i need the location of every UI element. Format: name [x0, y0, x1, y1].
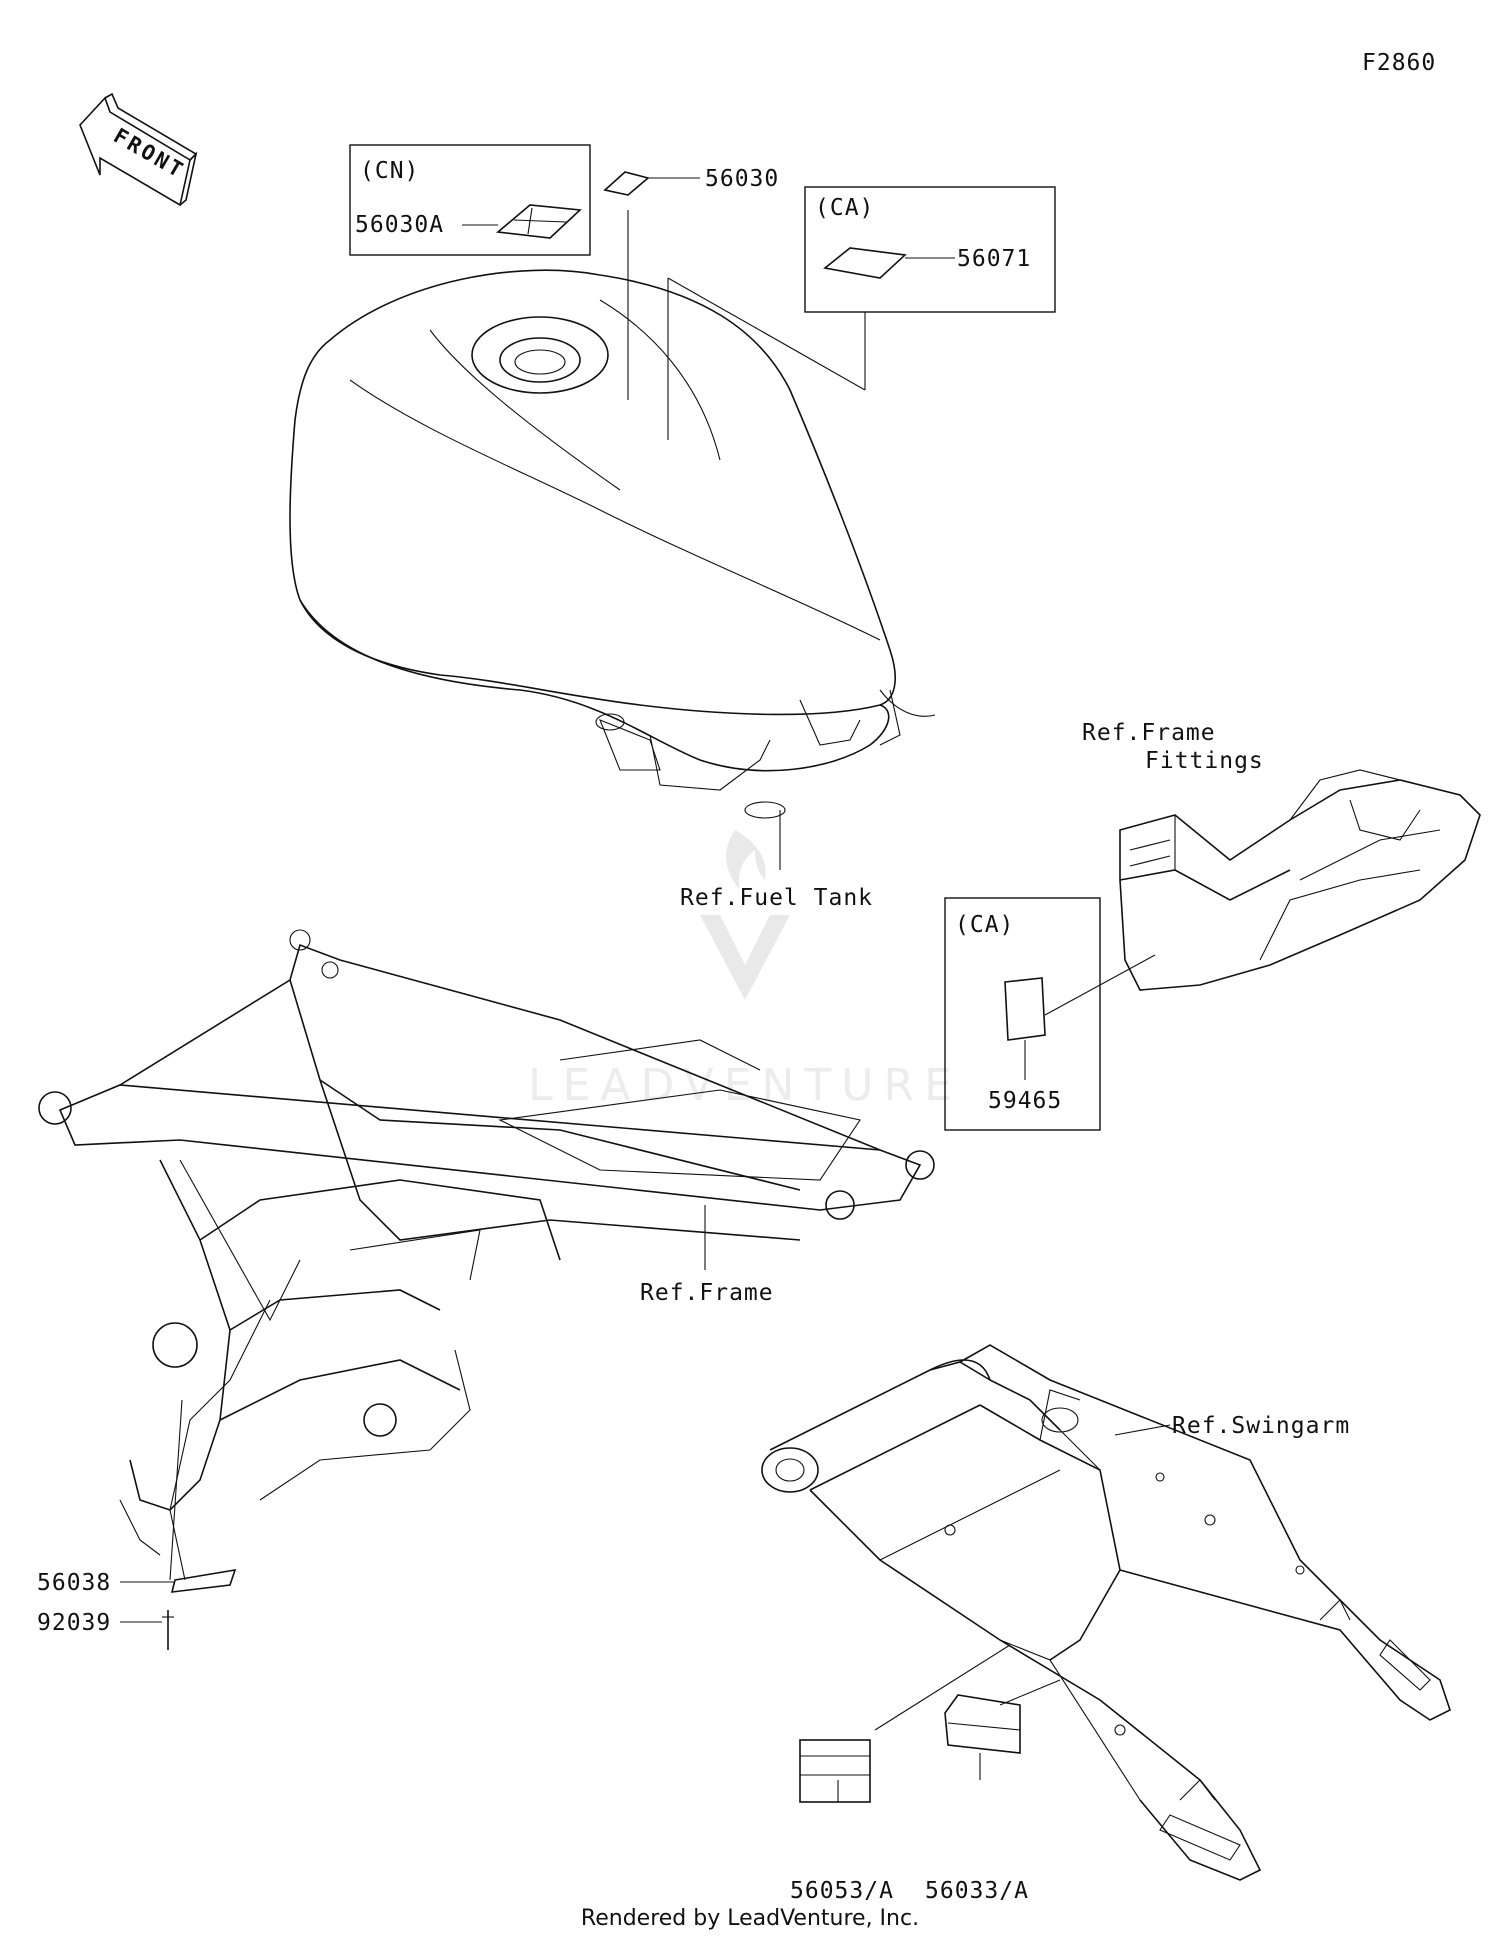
part-label-92039[interactable]: 92039 [37, 1610, 111, 1636]
decal-56053 [799, 1644, 1011, 1803]
fuel-tank [289, 269, 936, 870]
ref-fuel-tank[interactable]: Ref.Fuel Tank [680, 885, 873, 911]
box-cn-region: (CN) [360, 158, 419, 184]
ref-frame[interactable]: Ref.Frame [640, 1280, 774, 1306]
part-label-59465[interactable]: 59465 [988, 1088, 1062, 1114]
frame [38, 929, 935, 1581]
callout-box-ca-fittings: (CA) 59465 [944, 897, 1156, 1131]
box-ca-tank-region: (CA) [815, 195, 874, 221]
part-label-56030A[interactable]: 56030A [355, 212, 444, 238]
ref-swingarm[interactable]: Ref.Swingarm [1172, 1413, 1350, 1439]
rivet-92039 [120, 1610, 174, 1650]
box-ca-fittings-region: (CA) [955, 912, 1014, 938]
watermark-text: LEADVENTURE [528, 1060, 962, 1111]
part-label-56033[interactable]: 56033/A [925, 1878, 1029, 1904]
part-label-56030[interactable]: 56030 [705, 166, 779, 192]
decal-56030 [603, 171, 700, 400]
callout-box-ca-tank: (CA) 56071 [804, 186, 1056, 390]
decal-56033 [944, 1679, 1061, 1780]
frame-fittings [1119, 769, 1481, 991]
swingarm [761, 1344, 1451, 1881]
decal-56038 [120, 1399, 237, 1593]
front-arrow-icon: FRONT [79, 92, 198, 207]
footer-credit: Rendered by LeadVenture, Inc. [581, 1906, 919, 1931]
front-arrow-text: FRONT [110, 124, 190, 184]
ref-frame-fittings-line1[interactable]: Ref.Frame [1082, 720, 1216, 746]
callout-box-cn: (CN) 56030A [349, 144, 591, 256]
part-label-56038[interactable]: 56038 [37, 1570, 111, 1596]
figure-code: F2860 [1362, 50, 1436, 76]
ref-frame-fittings-line2[interactable]: Fittings [1145, 748, 1264, 774]
part-label-56071[interactable]: 56071 [957, 246, 1031, 272]
part-label-56053[interactable]: 56053/A [790, 1878, 894, 1904]
watermark: LEADVENTURE [528, 830, 962, 1111]
